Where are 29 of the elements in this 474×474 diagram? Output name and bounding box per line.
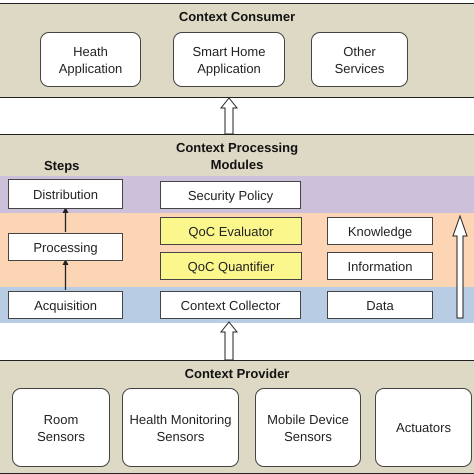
module-box: Distribution: [8, 179, 123, 209]
hollow-arrow: [452, 214, 468, 318]
component-box: Other Services: [311, 32, 408, 87]
hollow-arrow: [220, 321, 238, 360]
component-box: Room Sensors: [12, 388, 110, 467]
component-box: Smart Home Application: [173, 32, 285, 87]
module-box: Data: [327, 291, 433, 319]
component-box: Mobile Device Sensors: [255, 388, 361, 467]
module-box: Processing: [8, 233, 123, 261]
module-box: QoC Evaluator: [160, 217, 302, 245]
layer-panel: [0, 360, 474, 474]
layer-panel: [0, 134, 474, 322]
layer-panel: [0, 3, 474, 98]
component-box: Heath Application: [40, 32, 141, 87]
module-box: Acquisition: [8, 291, 123, 319]
panel-title: Context Processing Modules: [174, 139, 300, 173]
column-heading: Steps: [44, 158, 80, 173]
module-box: QoC Quantifier: [160, 252, 302, 280]
hollow-arrow: [220, 97, 238, 134]
arrow: [62, 259, 68, 290]
module-box: Information: [327, 252, 433, 280]
component-box: Health Monitoring Sensors: [122, 388, 239, 467]
module-box: Security Policy: [160, 181, 301, 209]
panel-title: Context Consumer: [178, 8, 296, 25]
panel-title: Context Provider: [184, 365, 290, 382]
module-box: Context Collector: [160, 291, 301, 319]
arrow: [62, 207, 68, 232]
module-box: Knowledge: [327, 217, 433, 245]
component-box: Actuators: [375, 388, 472, 467]
